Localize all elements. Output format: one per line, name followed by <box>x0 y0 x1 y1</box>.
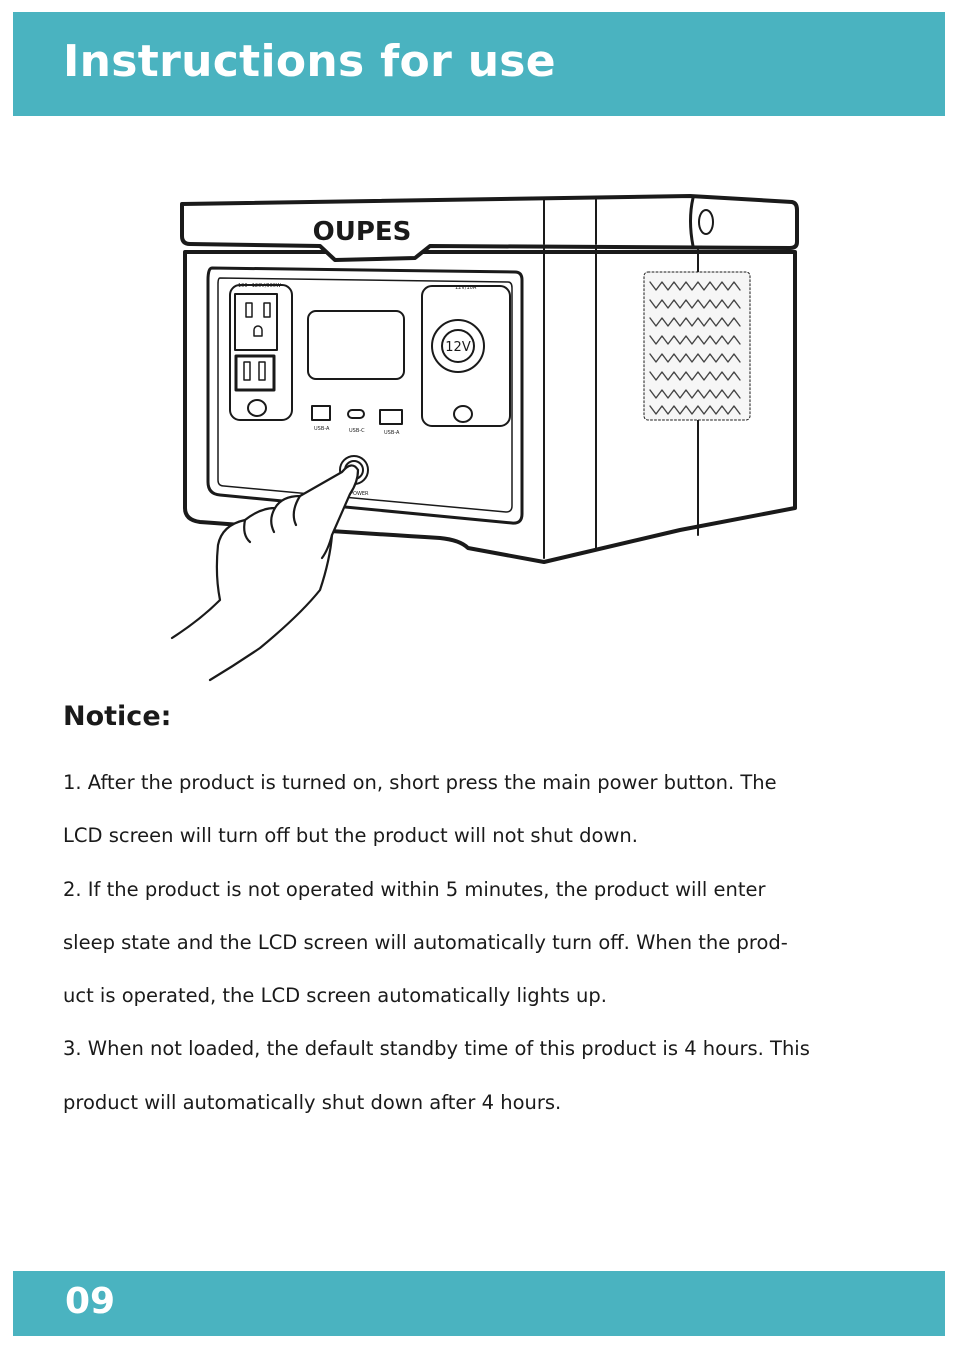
header-bar: Instructions for use <box>13 12 945 116</box>
usb-c-label: USB-C <box>349 428 365 434</box>
notice-body: 1. After the product is turned on, short… <box>63 756 903 1129</box>
power-station-icon: OUPES 100~120V/300W 12V/10A USB-A USB-C … <box>170 194 799 682</box>
footer-bar: 09 <box>13 1271 945 1336</box>
page-number: 09 <box>65 1281 116 1322</box>
notice-line: 2. If the product is not operated within… <box>63 877 766 901</box>
power-station-illustration: OUPES 100~120V/300W 12V/10A USB-A USB-C … <box>160 190 805 690</box>
page-title: Instructions for use <box>63 36 556 87</box>
power-button-label: POWER <box>350 491 369 497</box>
notice-title: Notice: <box>63 701 172 732</box>
brand-logo: OUPES <box>313 217 412 247</box>
car-socket-label: 12V <box>445 340 471 355</box>
notice-line: product will automatically shut down aft… <box>63 1090 562 1114</box>
notice-line: 3. When not loaded, the default standby … <box>63 1037 810 1061</box>
notice-line: uct is operated, the LCD screen automati… <box>63 984 607 1008</box>
notice-line: LCD screen will turn off but the product… <box>63 824 638 848</box>
hand-pressing-icon <box>170 464 360 682</box>
notice-line: 1. After the product is turned on, short… <box>63 771 777 794</box>
usb-a-left-label: USB-A <box>314 426 330 432</box>
usb-a-right-label: USB-A <box>384 430 400 436</box>
notice-line: sleep state and the LCD screen will auto… <box>63 930 788 954</box>
ac-port-label: 100~120V/300W <box>238 283 281 289</box>
car-port-label: 12V/10A <box>455 285 477 291</box>
